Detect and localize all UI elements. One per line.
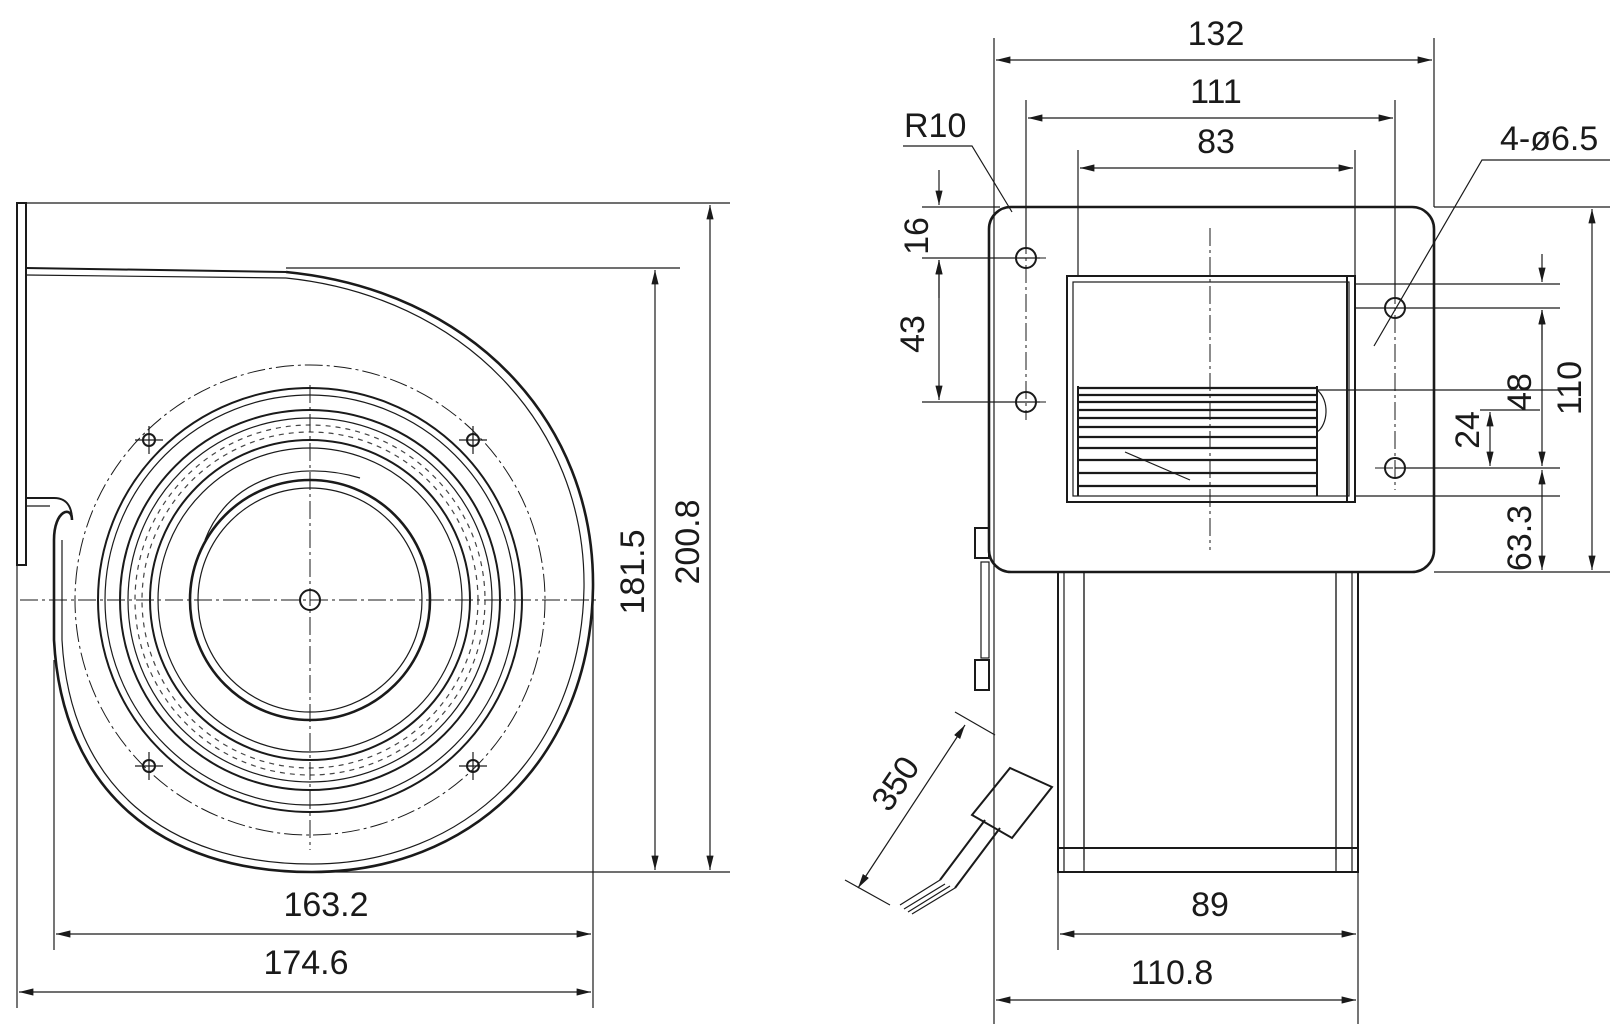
dim-hole-spacing-h: 111 [1190, 73, 1242, 111]
dim-hole-spacing-left: 43 [894, 315, 932, 353]
outlet-opening [1066, 275, 1356, 503]
dim-center-height: 63.3 [1501, 505, 1539, 571]
housing-top-edge [25, 267, 287, 273]
scroll-housing [52, 270, 595, 874]
mounting-hole-marks [135, 426, 487, 780]
motor-body [1057, 571, 1359, 873]
impeller-blades-side [1077, 386, 1327, 496]
dim-hole-spacing-right: 24 [1449, 411, 1487, 449]
dim-flange-height: 110 [1551, 361, 1589, 415]
dim-hole-offset-top: 16 [898, 217, 936, 255]
mounting-bracket [16, 202, 27, 566]
dim-corner-radius: R10 [904, 107, 966, 145]
dim-inner-height: 181.5 [614, 529, 652, 614]
front-view: 181.5 200.8 163.2 174.6 [16, 202, 730, 1008]
dim-total-width: 110.8 [1131, 954, 1214, 992]
dim-inner-width: 163.2 [283, 886, 368, 924]
side-view: 132 111 83 R10 4-ø6.5 16 43 48 2 [844, 15, 1610, 1024]
dim-body-width: 89 [1191, 886, 1229, 924]
dim-top-width: 132 [1188, 15, 1245, 53]
dim-cable-length: 350 [864, 750, 927, 818]
dim-outlet-height-48: 48 [1501, 373, 1539, 411]
dim-opening-width: 83 [1197, 123, 1235, 161]
dim-outer-height: 200.8 [669, 499, 707, 584]
dim-holes: 4-ø6.5 [1500, 120, 1598, 158]
dim-outer-width: 174.6 [263, 944, 348, 982]
